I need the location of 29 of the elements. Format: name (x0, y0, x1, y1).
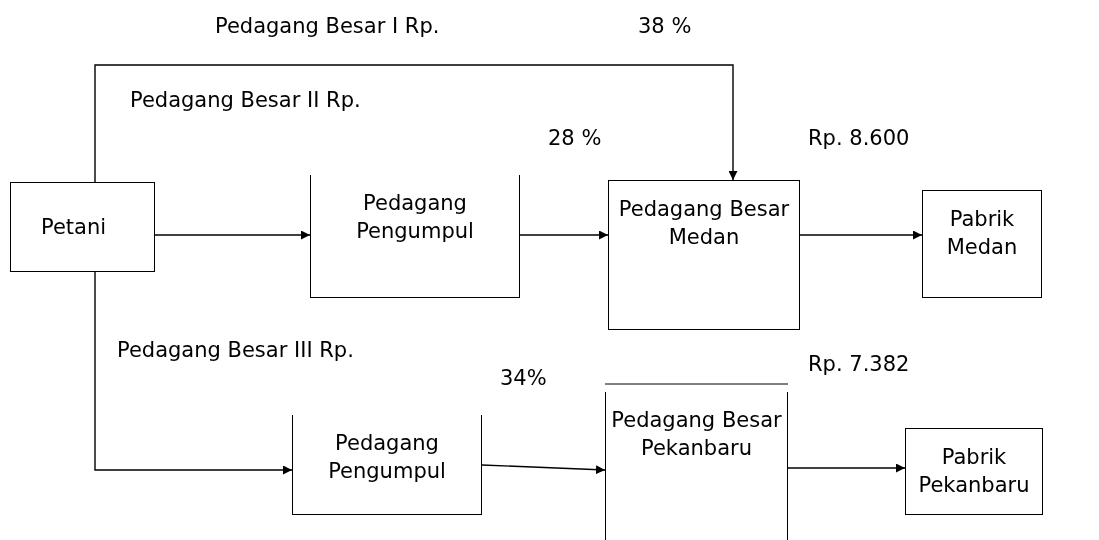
process-box (310, 175, 520, 298)
box-label: Pedagang Besar Medan (617, 196, 791, 252)
process-box (922, 190, 1042, 298)
box-label: Pedagang Besar Pekanbaru (610, 407, 783, 463)
price-label: 38 % (638, 14, 692, 38)
box-label: Pabrik Pekanbaru (917, 444, 1031, 500)
arrow (94, 271, 293, 475)
price-label: 34% (500, 366, 547, 390)
process-box (605, 392, 788, 540)
price-label: Pedagang Besar II Rp. (130, 88, 361, 112)
box-label: Pedagang Pengumpul (327, 430, 447, 486)
price-label: Rp. 7.382 (808, 352, 910, 376)
box-label: Pedagang Pengumpul (355, 190, 475, 246)
price-label: Pedagang Besar I Rp. (215, 14, 440, 38)
box-label: Pabrik Medan (945, 206, 1019, 262)
process-box (905, 428, 1043, 515)
arrow (787, 463, 906, 473)
arrow (799, 230, 923, 240)
arrow (94, 64, 738, 183)
arrow (519, 230, 609, 240)
price-label: Rp. 8.600 (808, 126, 910, 150)
box-label: Petani (41, 213, 107, 241)
process-box (10, 182, 155, 272)
arrow (154, 230, 311, 240)
process-box (608, 180, 800, 330)
price-label: Pedagang Besar III Rp. (117, 338, 354, 362)
process-box (292, 415, 482, 515)
arrow (481, 464, 606, 475)
price-label: 28 % (548, 126, 602, 150)
